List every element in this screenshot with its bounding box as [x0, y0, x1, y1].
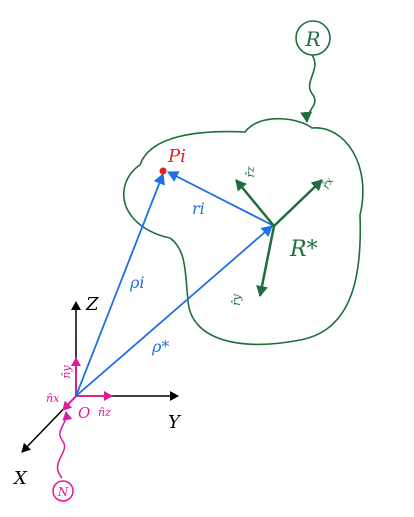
body-point-label: R*	[289, 237, 318, 262]
body-label-connector	[300, 54, 316, 123]
vector-rho-star	[75, 225, 273, 397]
particle-label: Pi	[167, 146, 186, 167]
frame-n-connector	[56, 411, 73, 479]
unit-rz-arrow	[235, 179, 275, 227]
unit-rx-label: r̂x	[319, 174, 336, 191]
frame-n-label: N	[57, 485, 69, 499]
unit-nx-label: n̂x	[46, 392, 60, 405]
unit-nx-arrow	[62, 395, 77, 411]
vector-rho-i-label: ρi	[129, 273, 145, 292]
vector-r-i-label: ri	[192, 199, 205, 218]
unit-nz-label: n̂z	[98, 406, 111, 419]
vector-rho-star-label: ρ*	[151, 337, 169, 356]
unit-ry-label: r̂y	[230, 293, 243, 305]
rigid-body-outline	[122, 117, 364, 346]
unit-ny-label: n̂y	[60, 365, 73, 379]
unit-rz-label: r̂z	[244, 166, 257, 177]
axis-z-label: Z	[85, 294, 99, 315]
unit-rx-arrow	[273, 179, 323, 227]
axis-x-label: X	[12, 468, 28, 489]
frame-n-circle	[52, 480, 74, 502]
body-label-r: R	[304, 27, 320, 51]
body-label-circle	[295, 20, 331, 56]
vector-rho-i	[75, 173, 165, 397]
vector-r-i	[167, 171, 275, 227]
origin-label: O	[78, 404, 90, 422]
particle-point	[159, 167, 167, 175]
axis-y-label: Y	[168, 412, 182, 433]
unit-ry-arrow	[256, 225, 276, 297]
